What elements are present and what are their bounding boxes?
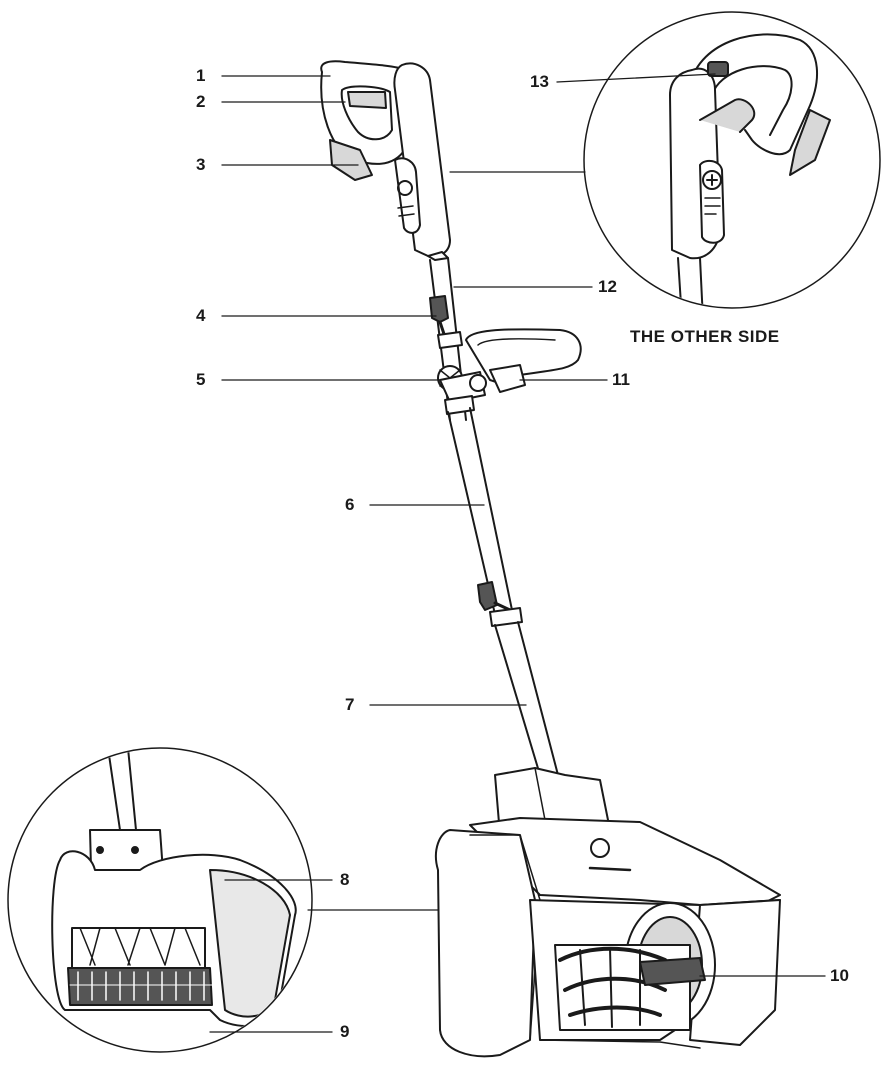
zoom-circle-other-side [583, 11, 881, 309]
callout-2: 2 [196, 92, 206, 111]
main-shovel [320, 60, 781, 1058]
callout-12: 12 [598, 277, 617, 296]
other-side-caption: THE OTHER SIDE [630, 327, 780, 346]
callout-6: 6 [345, 495, 355, 514]
callout-9: 9 [340, 1022, 350, 1041]
callout-4: 4 [196, 306, 206, 325]
leader-lines [209, 73, 826, 1033]
callout-10: 10 [830, 966, 849, 985]
callout-5: 5 [196, 370, 206, 389]
zoom-circle-front [7, 747, 313, 1053]
callout-8: 8 [340, 870, 350, 889]
callout-1: 1 [196, 66, 206, 85]
callout-3: 3 [196, 155, 206, 174]
callout-13: 13 [530, 72, 549, 91]
callout-11: 11 [612, 370, 630, 389]
callout-7: 7 [345, 695, 355, 714]
